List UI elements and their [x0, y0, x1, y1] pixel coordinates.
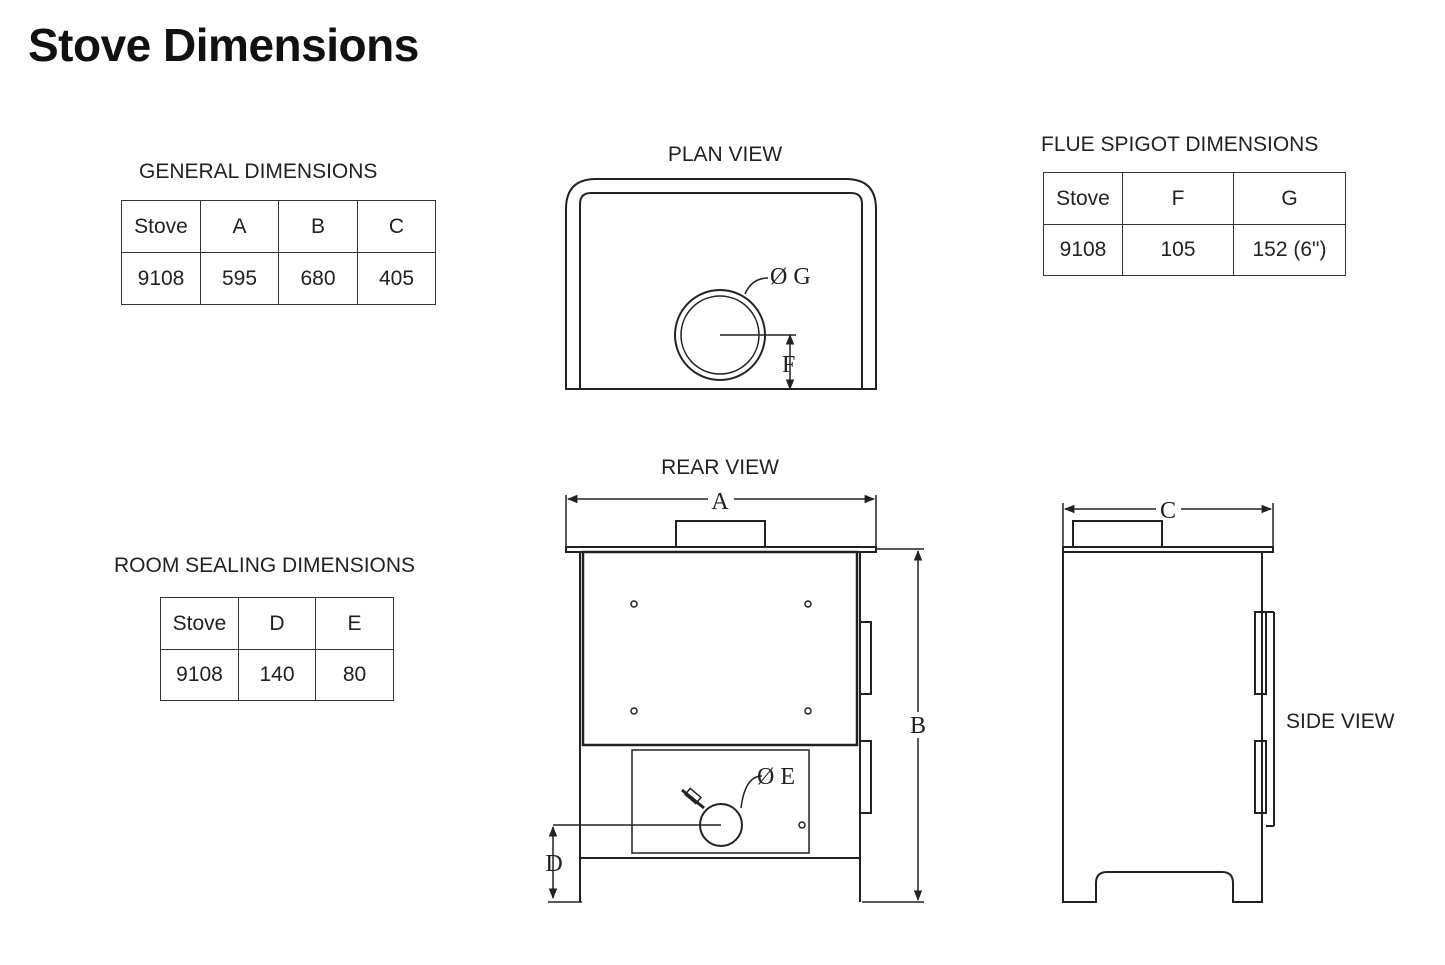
- room-header-d: D: [238, 597, 316, 650]
- plan-view-drawing: [565, 178, 877, 391]
- general-dimensions-title: GENERAL DIMENSIONS: [139, 160, 378, 183]
- flue-dimensions-title: FLUE SPIGOT DIMENSIONS: [1041, 133, 1319, 156]
- label-c: C: [1160, 498, 1176, 524]
- label-f: F: [782, 352, 795, 378]
- general-cell-a: 595: [200, 252, 279, 305]
- room-sealing-title: ROOM SEALING DIMENSIONS: [114, 554, 416, 577]
- flue-cell-f: 105: [1122, 224, 1234, 276]
- rear-view-title: REAR VIEW: [661, 456, 779, 479]
- general-cell-c: 405: [357, 252, 436, 305]
- label-d: D: [545, 851, 562, 877]
- page-title: Stove Dimensions: [28, 19, 419, 71]
- room-cell-stove: 9108: [160, 649, 239, 701]
- flue-dimensions-table: Stove F G 9108 105 152 (6"): [1043, 172, 1346, 276]
- label-dia-e: Ø E: [757, 764, 795, 790]
- label-b: B: [910, 713, 926, 739]
- general-cell-b: 680: [278, 252, 358, 305]
- flue-header-stove: Stove: [1043, 172, 1123, 225]
- label-dia-g: Ø G: [770, 264, 811, 290]
- room-sealing-table: Stove D E 9108 140 80: [160, 597, 394, 701]
- rear-view-drawing: [548, 494, 924, 903]
- label-a: A: [711, 489, 729, 515]
- side-view-title: SIDE VIEW: [1286, 710, 1395, 733]
- room-cell-e: 80: [315, 649, 394, 701]
- general-cell-stove: 9108: [121, 252, 201, 305]
- room-header-e: E: [315, 597, 394, 650]
- general-dimensions-table: Stove A B C 9108 595 680 405: [121, 200, 436, 305]
- room-header-stove: Stove: [160, 597, 239, 650]
- side-view-drawing: [1062, 503, 1275, 903]
- general-header-c: C: [357, 200, 436, 253]
- flue-cell-g: 152 (6"): [1233, 224, 1346, 276]
- plan-view-title: PLAN VIEW: [668, 143, 783, 166]
- flue-header-g: G: [1233, 172, 1346, 225]
- flue-cell-stove: 9108: [1043, 224, 1123, 276]
- room-cell-d: 140: [238, 649, 316, 701]
